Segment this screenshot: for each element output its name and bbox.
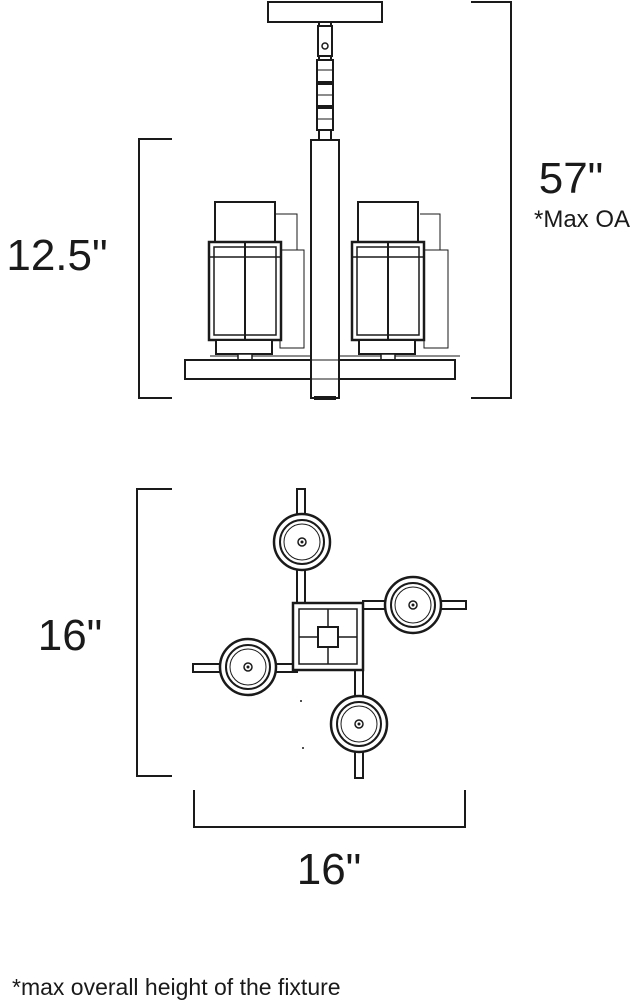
top-view: 16" 16" [38, 488, 467, 894]
top-view-depth-label: 16" [38, 611, 103, 660]
top-lamp-2 [383, 575, 443, 635]
top-view-depth-bracket [136, 488, 172, 777]
ceiling-canopy [267, 1, 383, 23]
top-lamp-3 [218, 637, 278, 697]
footnote: *max overall height of the fixture [12, 974, 341, 1000]
overall-height-note: *Max OA [534, 206, 630, 233]
top-view-width-label: 16" [297, 845, 362, 894]
side-view: 12.5" 57" *Max OA [6, 1, 630, 400]
overall-height-label: 57" [539, 154, 604, 203]
center-column [310, 139, 340, 400]
fixture-height-label: 12.5" [6, 231, 107, 280]
left-lamp [207, 201, 283, 361]
top-view-width-bracket [193, 790, 466, 828]
overall-height-bracket [471, 1, 512, 399]
top-lamp-4 [329, 694, 389, 754]
right-lamp [350, 201, 426, 361]
top-lamp-1 [272, 512, 332, 572]
center-hub [291, 601, 365, 672]
downrod [316, 22, 334, 140]
fixture-height-bracket [138, 138, 172, 399]
